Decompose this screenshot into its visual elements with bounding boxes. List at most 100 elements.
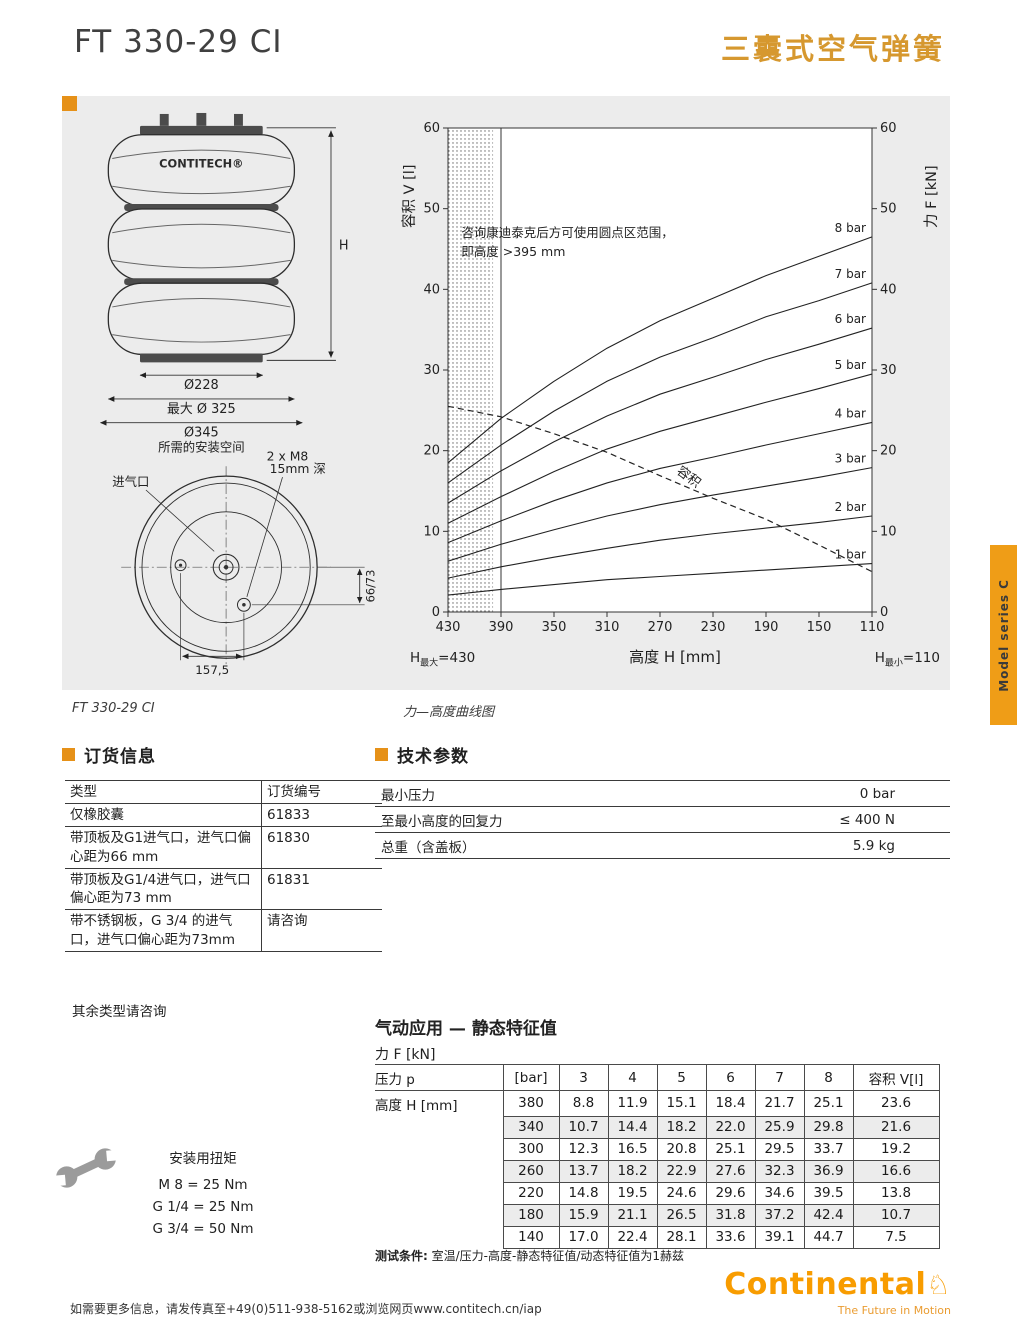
tech-value: 5.9 kg [681, 832, 950, 859]
svg-text:390: 390 [489, 620, 514, 635]
force-cell: 18.2 [607, 1159, 658, 1183]
test-conditions-text: 室温/压力-高度-静态特征值/动态特征值为1赫兹 [431, 1249, 685, 1263]
force-cell: 14.4 [607, 1115, 658, 1139]
force-cell: 20.8 [656, 1137, 707, 1161]
pressure-col-header: 3 [558, 1064, 609, 1091]
force-cell: 24.6 [656, 1181, 707, 1205]
svg-text:即高度 >395 mm: 即高度 >395 mm [461, 244, 565, 259]
accent-corner-square [62, 96, 77, 111]
model-series-tab: Model series C [990, 545, 1017, 725]
brand-wordmark: Continental [724, 1267, 927, 1302]
pressure-col-header: 5 [656, 1064, 707, 1091]
ordering-type: 带不锈钢板，G 3/4 的进气口，进气口偏心距为73mm [65, 909, 262, 952]
force-cell: 18.2 [656, 1115, 707, 1139]
svg-text:6 bar: 6 bar [835, 312, 866, 326]
height-cell: 380 [502, 1090, 560, 1117]
height-label-cell [375, 1138, 503, 1160]
force-cell: 27.6 [705, 1159, 756, 1183]
torque-title: 安装用扭矩 [169, 1151, 237, 1167]
force-cell: 39.5 [803, 1181, 854, 1205]
ordering-code: 61830 [261, 826, 382, 869]
height-cell: 220 [502, 1181, 560, 1205]
ordering-code: 61833 [261, 803, 382, 828]
height-cell: 340 [502, 1115, 560, 1139]
force-cell: 25.1 [705, 1137, 756, 1161]
svg-text:30: 30 [423, 363, 440, 378]
dim-325-label: 最大 Ø 325 [167, 402, 236, 417]
svg-text:力 F [kN]: 力 F [kN] [923, 165, 940, 228]
height-cell: 260 [502, 1159, 560, 1183]
volume-header: 容积 V[l] [852, 1064, 940, 1091]
svg-text:40: 40 [423, 282, 440, 297]
air-spring-side-view [107, 112, 296, 363]
pressure-unit: [bar] [502, 1064, 560, 1091]
ordering-code: 61831 [261, 868, 382, 911]
svg-text:40: 40 [880, 282, 897, 297]
force-cell: 17.0 [558, 1225, 609, 1249]
height-label-cell [375, 1116, 503, 1138]
volume-cell: 21.6 [852, 1115, 940, 1139]
tech-section-header: 技术参数 [375, 742, 469, 767]
svg-text:8 bar: 8 bar [835, 221, 866, 235]
ordering-section-title: 订货信息 [84, 747, 156, 767]
force-cell: 28.1 [656, 1225, 707, 1249]
air-spring-bottom-view [121, 466, 331, 665]
svg-text:0: 0 [880, 605, 888, 620]
x-axis-title: 高度 H [mm] [629, 648, 721, 666]
tech-section-title: 技术参数 [397, 747, 469, 767]
ordering-header: 订货编号 [261, 780, 382, 805]
svg-text:咨询康迪泰克后方可使用圆点区范围，: 咨询康迪泰克后方可使用圆点区范围， [461, 225, 674, 240]
ordering-type: 仅橡胶囊 [65, 803, 262, 828]
svg-text:50: 50 [880, 202, 897, 217]
torque-item: G 1/4 = 25 Nm [152, 1199, 254, 1215]
force-cell: 18.4 [705, 1090, 756, 1117]
force-cell: 33.7 [803, 1137, 854, 1161]
force-cell: 14.8 [558, 1181, 609, 1205]
pressure-col-header: 4 [607, 1064, 658, 1091]
ordering-header: 类型 [65, 780, 262, 805]
svg-text:60: 60 [880, 121, 897, 136]
ordering-code: 请咨询 [261, 909, 382, 952]
diameter-dimensions [100, 372, 303, 426]
svg-text:230: 230 [701, 620, 726, 635]
svg-text:容积 V [l]: 容积 V [l] [401, 165, 418, 228]
force-cell: 26.5 [656, 1203, 707, 1227]
volume-cell: 19.2 [852, 1137, 940, 1161]
test-conditions-label: 测试条件: [375, 1249, 428, 1263]
svg-text:150: 150 [807, 620, 832, 635]
pressure-label: 压力 p [375, 1064, 503, 1091]
page-subtitle: 三囊式空气弹簧 [720, 32, 945, 66]
force-cell: 8.8 [558, 1090, 609, 1117]
volume-cell: 13.8 [852, 1181, 940, 1205]
ordering-type: 带顶板及G1进气口，进气口偏心距为66 mm [65, 826, 262, 869]
force-cell: 11.9 [607, 1090, 658, 1117]
force-cell: 29.8 [803, 1115, 854, 1139]
force-cell: 32.3 [754, 1159, 805, 1183]
svg-text:3 bar: 3 bar [835, 452, 866, 466]
svg-text:50: 50 [423, 202, 440, 217]
torque-block: 安装用扭矩 M 8 = 25 Nm G 1/4 = 25 Nm G 3/4 = … [128, 1148, 278, 1240]
force-cell: 19.5 [607, 1181, 658, 1205]
height-label-cell [375, 1182, 503, 1204]
force-cell: 21.7 [754, 1090, 805, 1117]
force-cell: 44.7 [803, 1225, 854, 1249]
tech-label: 总重（含盖板） [375, 832, 682, 859]
pressure-col-header: 6 [705, 1064, 756, 1091]
drawing-caption: FT 330-29 CI [72, 701, 155, 716]
test-conditions: 测试条件: 室温/压力-高度-静态特征值/动态特征值为1赫兹 [375, 1247, 684, 1264]
force-cell: 31.8 [705, 1203, 756, 1227]
contitech-brand-mark: CONTITECH® [159, 156, 243, 170]
bolt-note-line2: 15mm 深 [270, 462, 326, 476]
height-label-cell [375, 1204, 503, 1226]
